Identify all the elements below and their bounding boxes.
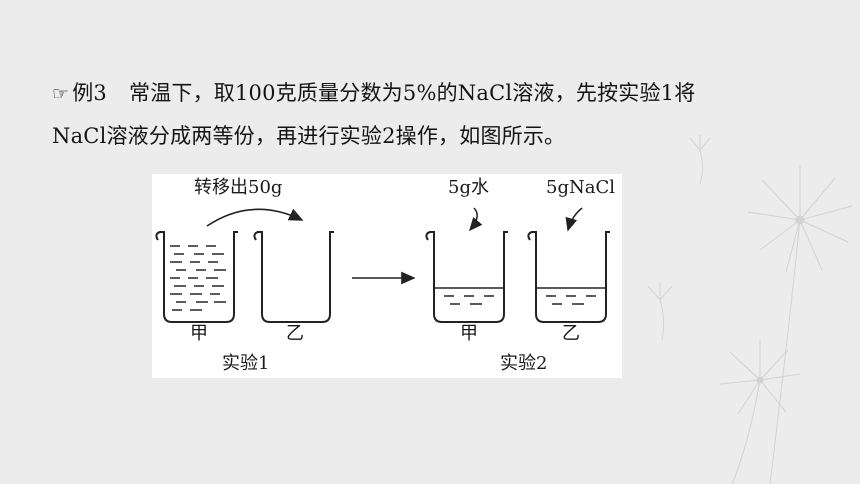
beaker-b-label: 乙: [286, 323, 304, 344]
add-water-label: 5g水: [448, 177, 489, 198]
transfer-label: 转移出50g: [194, 177, 283, 198]
beaker-a-exp1: [155, 231, 238, 323]
beaker-b-exp1: [253, 231, 334, 323]
beaker-a2-label: 甲: [460, 323, 478, 344]
example-label: 例3: [72, 81, 107, 105]
experiment-figure: 转移出50g 5g水 5gNaCl 甲 乙 甲 乙 实验1 实验2: [152, 174, 622, 378]
problem-text-1: 常温下，取100克质量分数为5%的NaCl溶液，先按实验1将: [129, 81, 696, 105]
curved-arrow-icon: [565, 207, 583, 232]
add-salt-label: 5gNaCl: [546, 177, 615, 198]
experiment2-label: 实验2: [500, 353, 548, 374]
beaker-a-exp2: [425, 231, 508, 323]
experiment1-label: 实验1: [222, 353, 270, 374]
beaker-a-label: 甲: [190, 323, 208, 344]
problem-line-2: NaCl溶液分成两等份，再进行实验2操作，如图所示。: [52, 121, 565, 151]
experiment-diagram: [155, 207, 610, 323]
curved-arrow-icon: [206, 208, 304, 227]
solution-lines-full: [170, 245, 226, 311]
problem-text-2: NaCl溶液分成两等份，再进行实验2操作，如图所示。: [52, 124, 566, 148]
curved-arrow-icon: [469, 207, 483, 232]
beaker-b2-label: 乙: [562, 323, 580, 344]
problem-line-1: ☞例3 常温下，取100克质量分数为5%的NaCl溶液，先按实验1将: [52, 78, 695, 109]
pointing-hand-icon: ☞: [52, 83, 70, 105]
beaker-b-exp2: [527, 231, 610, 323]
